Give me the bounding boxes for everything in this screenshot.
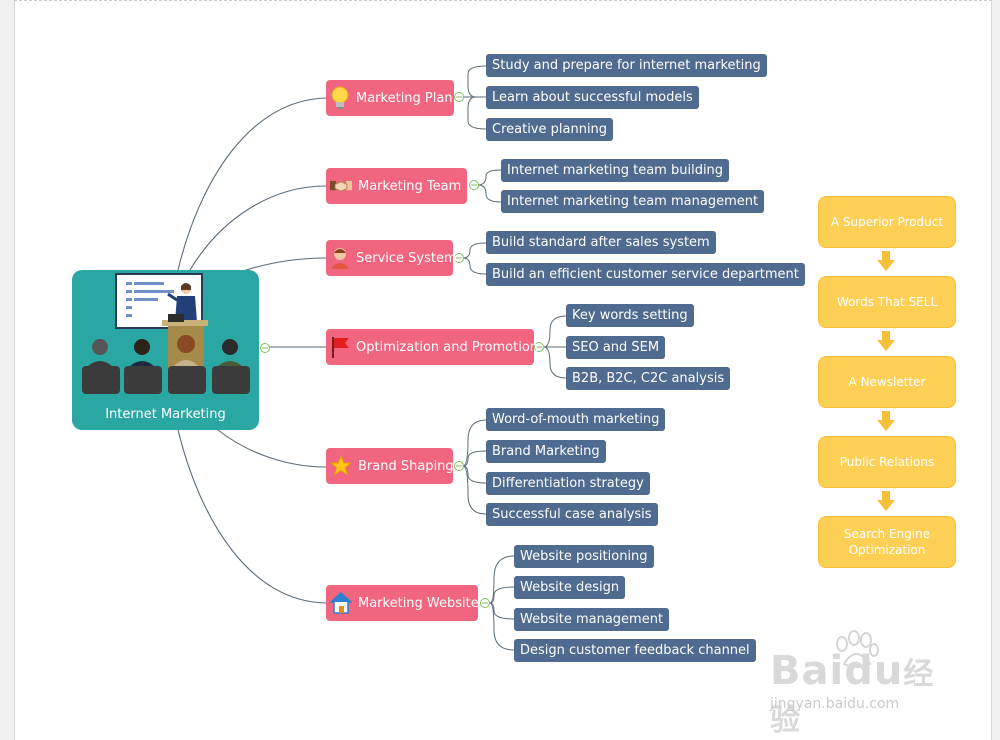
handshake-icon [330,174,352,198]
subtopic[interactable]: Website design [514,576,626,599]
central-topic[interactable]: Internet Marketing [72,270,259,430]
subtopic[interactable]: Learn about successful models [486,86,699,109]
presentation-illustration [82,273,250,394]
watermark-brand: Baidu经验 [770,648,935,738]
subtopic[interactable]: Differentiation strategy [486,472,650,495]
connector-brand-shaping [217,429,327,468]
house-icon [330,591,352,615]
topic-service-system[interactable]: Service System [326,240,457,276]
connector-marketing-website [177,429,327,604]
topic-brand-shaping[interactable]: Brand Shaping [326,448,454,484]
flow-step[interactable]: Search Engine Optimization [818,516,956,568]
subtopic[interactable]: Website management [514,608,670,631]
flow-step[interactable]: Public Relations [818,436,956,488]
flag-icon [330,335,350,359]
topic-label: Marketing Website [358,595,479,611]
watermark-url: jingyan.baidu.com [770,696,900,712]
subtopic[interactable]: B2B, B2C, C2C analysis [566,367,731,390]
subtopic[interactable]: Build standard after sales system [486,231,716,254]
topic-optimization-and-promotion[interactable]: Optimization and Promotion [326,329,538,365]
connector-marketing-plan [177,97,327,271]
down-arrow-icon [877,411,895,431]
flow-step[interactable]: A Newsletter [818,356,956,408]
subtopic[interactable]: Brand Marketing [486,440,606,463]
subtopic[interactable]: SEO and SEM [566,336,666,359]
connector-service-system [239,257,327,273]
baidu-watermark: Baidu经验 jingyan.baidu.com [770,630,950,738]
topic-label: Brand Shaping [358,458,454,474]
subtopic[interactable]: Internet marketing team management [501,190,765,213]
paw-icon [836,630,879,668]
topic-marketing-website[interactable]: Marketing Website [326,585,479,621]
topic-label: Marketing Team [358,178,462,194]
subtopic[interactable]: Word-of-mouth marketing [486,408,666,431]
subtopic[interactable]: Internet marketing team building [501,159,730,182]
subtopic[interactable]: Website positioning [514,545,654,568]
down-arrow-icon [877,331,895,351]
topic-marketing-plan[interactable]: Marketing Plan [326,80,454,116]
subtopic[interactable]: Creative planning [486,118,614,141]
subtopic[interactable]: Key words setting [566,304,694,327]
subtopic[interactable]: Build an efficient customer service depa… [486,263,805,286]
flow-step[interactable]: Words That SELL [818,276,956,328]
flow-step[interactable]: A Superior Product [818,196,956,248]
connector-marketing-team [189,185,327,271]
topic-label: Service System [356,250,457,266]
page-top-border [14,0,992,5]
subtopic[interactable]: Study and prepare for internet marketing [486,54,767,77]
topic-label: Optimization and Promotion [356,339,539,355]
person-icon [330,246,350,270]
down-arrow-icon [877,491,895,511]
topic-marketing-team[interactable]: Marketing Team [326,168,467,204]
lightbulb-icon [330,86,350,110]
central-topic-label: Internet Marketing [105,407,226,422]
topic-label: Marketing Plan [356,90,453,106]
star-icon [330,454,352,478]
down-arrow-icon [877,251,895,271]
subtopic[interactable]: Design customer feedback channel [514,639,756,662]
subtopic[interactable]: Successful case analysis [486,503,658,526]
